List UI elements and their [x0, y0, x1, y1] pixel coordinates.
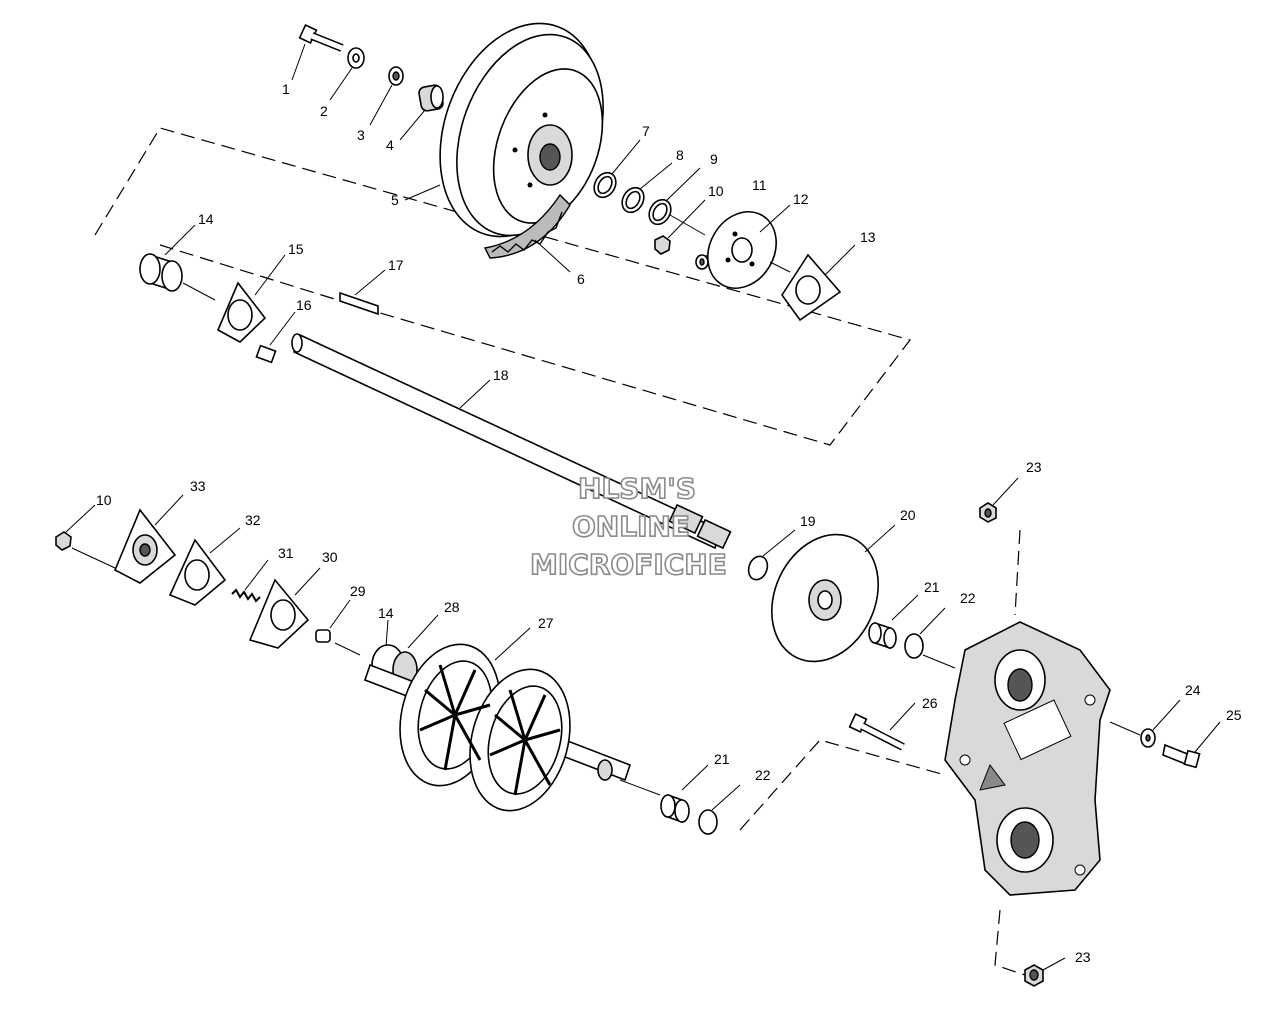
callout-9: 9 [710, 151, 718, 167]
part-14-bearing [139, 224, 216, 301]
callout-31: 31 [278, 545, 294, 561]
part-4-bushing [399, 84, 444, 141]
watermark: HLSM'S ONLINE MICROFICHE [529, 471, 727, 582]
part-27-drive-sprockets [363, 627, 632, 812]
callout-19: 19 [800, 513, 816, 529]
part-10-nut-lower [55, 504, 116, 569]
part-33-plate [113, 494, 184, 584]
callout-22-upper: 22 [960, 590, 976, 606]
callout-33: 33 [190, 478, 206, 494]
callout-4: 4 [386, 137, 394, 153]
part-1-bolt [291, 24, 344, 81]
callout-29: 29 [350, 583, 366, 599]
part-21-bearing-lower [619, 764, 709, 824]
callout-27: 27 [538, 615, 554, 631]
part-21-bearing-upper [868, 594, 919, 650]
callout-8: 8 [676, 147, 684, 163]
callout-10-upper: 10 [708, 183, 724, 199]
part-23-nut-lower [1024, 957, 1066, 987]
part-26-bolt [848, 702, 916, 751]
callout-15: 15 [288, 241, 304, 257]
part-23-nut-upper [979, 477, 1019, 523]
callout-12: 12 [793, 191, 809, 207]
part-24-washer [1109, 699, 1181, 748]
callout-5: 5 [391, 192, 399, 208]
callout-30: 30 [322, 549, 338, 565]
part-15-flange [216, 254, 286, 343]
part-22-seal-upper [904, 607, 956, 669]
callout-6: 6 [577, 271, 585, 287]
part-12-plate [707, 204, 791, 289]
callout-18: 18 [493, 367, 509, 383]
watermark-line-3: MICROFICHE [530, 548, 727, 581]
callout-16: 16 [296, 297, 312, 313]
callout-21-upper: 21 [924, 579, 940, 595]
callout-7: 7 [642, 123, 650, 139]
part-31-spring [231, 559, 269, 603]
callout-25: 25 [1226, 707, 1242, 723]
callout-labels: 1 2 3 4 5 6 7 8 9 10 11 12 13 14 15 16 1… [96, 81, 1242, 965]
chaincase-housing [944, 621, 1111, 896]
part-5-driven-sheave [404, 22, 604, 238]
callout-24: 24 [1185, 682, 1201, 698]
callout-17: 17 [388, 257, 404, 273]
callout-22-lower: 22 [755, 767, 771, 783]
part-19-ring [747, 529, 796, 581]
callout-26: 26 [922, 695, 938, 711]
part-7-ring [593, 139, 641, 199]
part-29-plug [315, 599, 361, 656]
part-9-ring [648, 167, 706, 236]
callout-13: 13 [860, 229, 876, 245]
callout-14-lower: 14 [378, 605, 394, 621]
watermark-line-1: HLSM'S [578, 472, 696, 505]
part-6-chain [483, 193, 571, 273]
part-10-nut [654, 199, 706, 255]
part-2-washer [329, 47, 365, 101]
assembly-dashed-lines [94, 127, 1026, 976]
part-18-shaft [291, 333, 732, 550]
part-13-flange [781, 244, 856, 322]
callout-32: 32 [245, 512, 261, 528]
callout-21-lower: 21 [714, 751, 730, 767]
callout-23-upper: 23 [1026, 459, 1042, 475]
part-16-bolt [255, 311, 296, 364]
part-30-plate [248, 567, 321, 649]
callout-2: 2 [320, 103, 328, 119]
callout-10-lower: 10 [96, 492, 112, 508]
part-22-seal-lower [698, 784, 741, 835]
part-8-ring [621, 162, 673, 214]
callout-11: 11 [752, 177, 767, 193]
callout-14-upper: 14 [198, 211, 214, 227]
part-3-washer [369, 66, 404, 126]
part-25-bolt [1162, 721, 1221, 769]
callout-3: 3 [357, 127, 365, 143]
part-17-key [339, 269, 386, 316]
callout-1: 1 [282, 81, 290, 97]
callout-20: 20 [900, 507, 916, 523]
part-32-gasket [168, 527, 241, 606]
part-20-brake-disc [770, 524, 896, 663]
callout-23-lower: 23 [1075, 949, 1091, 965]
watermark-line-2: ONLINE [572, 510, 690, 543]
callout-28: 28 [444, 599, 460, 615]
